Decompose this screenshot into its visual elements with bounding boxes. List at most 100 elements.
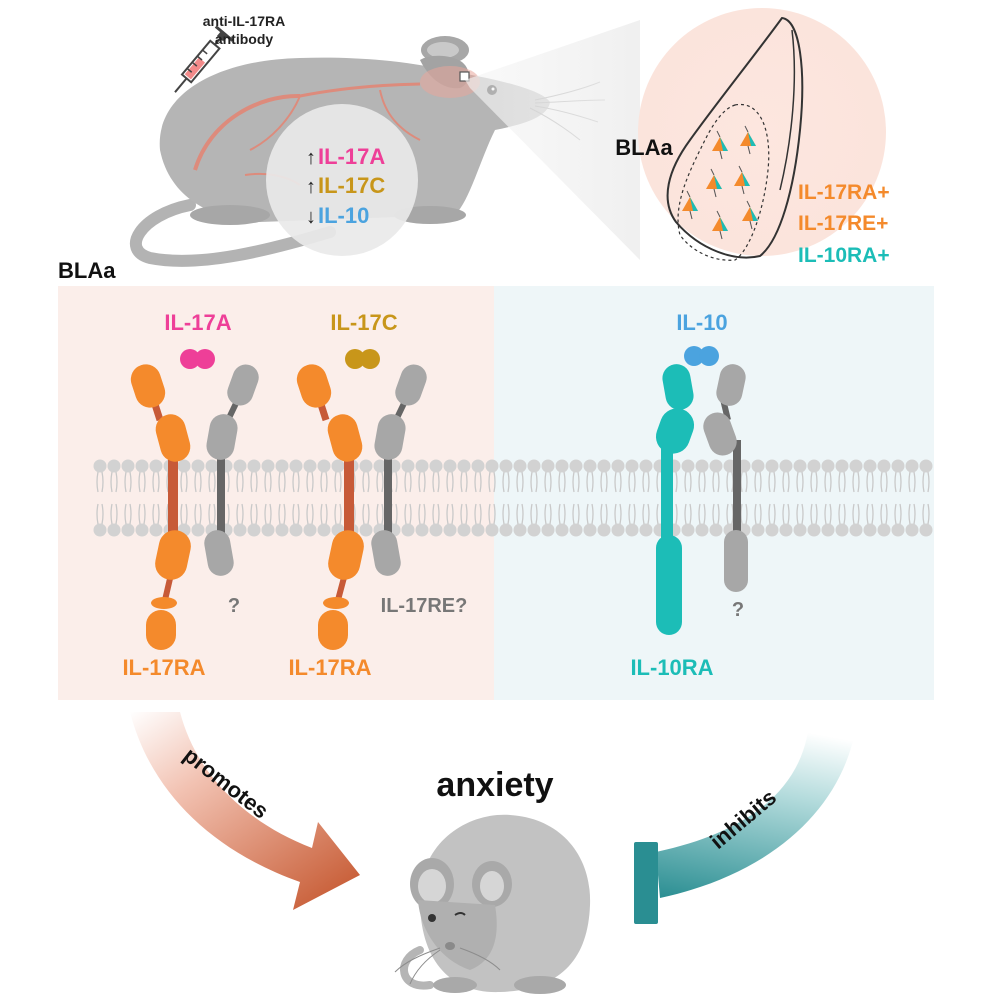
lipid-head [919,459,933,473]
lipid-tail [180,503,188,525]
promotes-arrow [130,712,360,910]
lipid-tail [810,503,818,525]
lipid-head [303,523,317,537]
lipid-head [233,459,247,473]
lipid-tail [908,471,916,493]
lipid-tail [208,471,216,493]
lipid-head [303,459,317,473]
lipid-head [597,459,611,473]
lipid-tail [376,503,384,525]
partner-unknown-1-label: ? [228,595,240,617]
lipid-tail [236,503,244,525]
lipid-tail [558,471,566,493]
lipid-head [555,523,569,537]
lipid-tail [292,503,300,525]
lipid-tail [852,503,860,525]
unknown-partner-receptor-1 [204,364,259,576]
lipid-head [583,459,597,473]
lipid-tail [264,471,272,493]
lipid-head [793,459,807,473]
il17c-level-arrow: ↑ [306,176,316,198]
lipid-tail [488,503,496,525]
lipid-head [681,459,695,473]
lipid-tail [684,503,692,525]
lipid-head [625,523,639,537]
lipid-tail [334,503,342,525]
lipid-tail [474,471,482,493]
il17-panel-background [58,286,494,700]
lipid-tail [516,471,524,493]
lipid-head [457,523,471,537]
lipid-tail [572,503,580,525]
lipid-tail [698,471,706,493]
lipid-tail [278,471,286,493]
lipid-tail [96,503,104,525]
partner-unknown-2-label: ? [732,599,744,621]
lipid-head [891,523,905,537]
il10-level-arrow: ↓ [306,206,316,228]
lipid-head [583,523,597,537]
lipid-tail [418,471,426,493]
lipid-head [93,523,107,537]
lipid-head [121,459,135,473]
lipid-head [765,459,779,473]
lipid-tail [782,471,790,493]
lipid-head [317,523,331,537]
lipid-tail [362,471,370,493]
lipid-head [639,523,653,537]
lipid-tail [586,503,594,525]
lipid-head [205,459,219,473]
lipid-tail [642,471,650,493]
il17ra-2-label: IL-17RA [288,655,371,680]
lipid-tail [782,503,790,525]
lipid-head [625,459,639,473]
lipid-head [499,459,513,473]
lipid-head [905,523,919,537]
lipid-tail [474,503,482,525]
lipid-head [611,523,625,537]
lipid-head [191,459,205,473]
il17a-level-arrow: ↑ [306,147,316,169]
lipid-head [835,459,849,473]
lipid-tail [236,471,244,493]
lipid-head [485,523,499,537]
lipid-head [443,523,457,537]
lipid-head [681,523,695,537]
lipid-tail [404,503,412,525]
lipid-tail [110,471,118,493]
il17ra-receptor-1 [130,364,191,650]
lipid-head [135,523,149,537]
lipid-tail [306,503,314,525]
lipid-head [275,523,289,537]
lipid-head [513,459,527,473]
lipid-tail [110,503,118,525]
lipid-head [471,459,485,473]
lipid-head [149,523,163,537]
lipid-tail [838,471,846,493]
lipid-head [415,459,429,473]
outcome-title: anxiety [436,766,553,804]
lipid-tail [628,471,636,493]
lipid-tail [866,471,874,493]
lipid-head [233,523,247,537]
lipid-head [891,459,905,473]
brain-inset [638,8,886,261]
lipid-head [793,523,807,537]
lipid-head [751,523,765,537]
lipid-head [261,523,275,537]
il17c-ligand-label: IL-17C [330,310,397,335]
lipid-head [779,459,793,473]
lipid-head [779,523,793,537]
lipid-tail [880,503,888,525]
lipid-tail [502,471,510,493]
il17a-ligand [180,349,215,369]
unknown-partner-receptor-2 [703,364,748,592]
lipid-head [401,523,415,537]
lipid-tail [614,471,622,493]
lipid-head [849,523,863,537]
inset-receptor-il17ra: IL-17RA+ [798,181,890,204]
lipid-tail [502,503,510,525]
lipid-tail [614,503,622,525]
lipid-tail [838,503,846,525]
lipid-tail [796,503,804,525]
